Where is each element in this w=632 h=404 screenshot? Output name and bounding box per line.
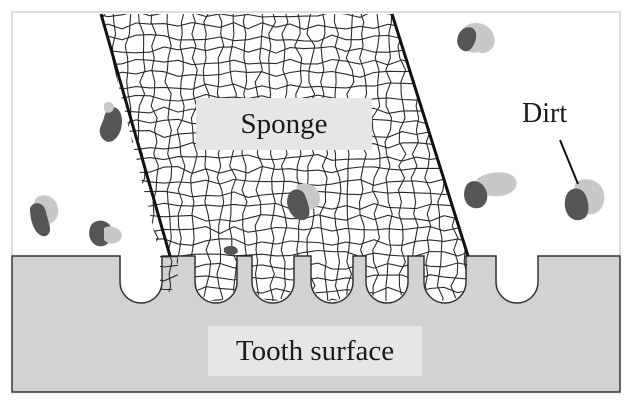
dirt-particle xyxy=(30,195,58,236)
sponge-right-edge xyxy=(392,14,468,256)
sponge-label: Sponge xyxy=(196,98,372,150)
dirt-particle xyxy=(464,172,517,208)
dirt-particle xyxy=(89,221,122,247)
dirt-particle xyxy=(224,246,238,255)
sponge-mesh xyxy=(80,10,486,310)
dirt-particle xyxy=(565,179,605,220)
dirt-particle xyxy=(100,102,122,142)
tooth-surface-label: Tooth surface xyxy=(208,326,422,376)
dirt-particle xyxy=(457,23,495,53)
dirt-pointer-line xyxy=(560,140,578,184)
dirt-particle xyxy=(287,184,320,221)
dirt-label: Dirt xyxy=(522,98,567,130)
sponge xyxy=(80,10,486,310)
